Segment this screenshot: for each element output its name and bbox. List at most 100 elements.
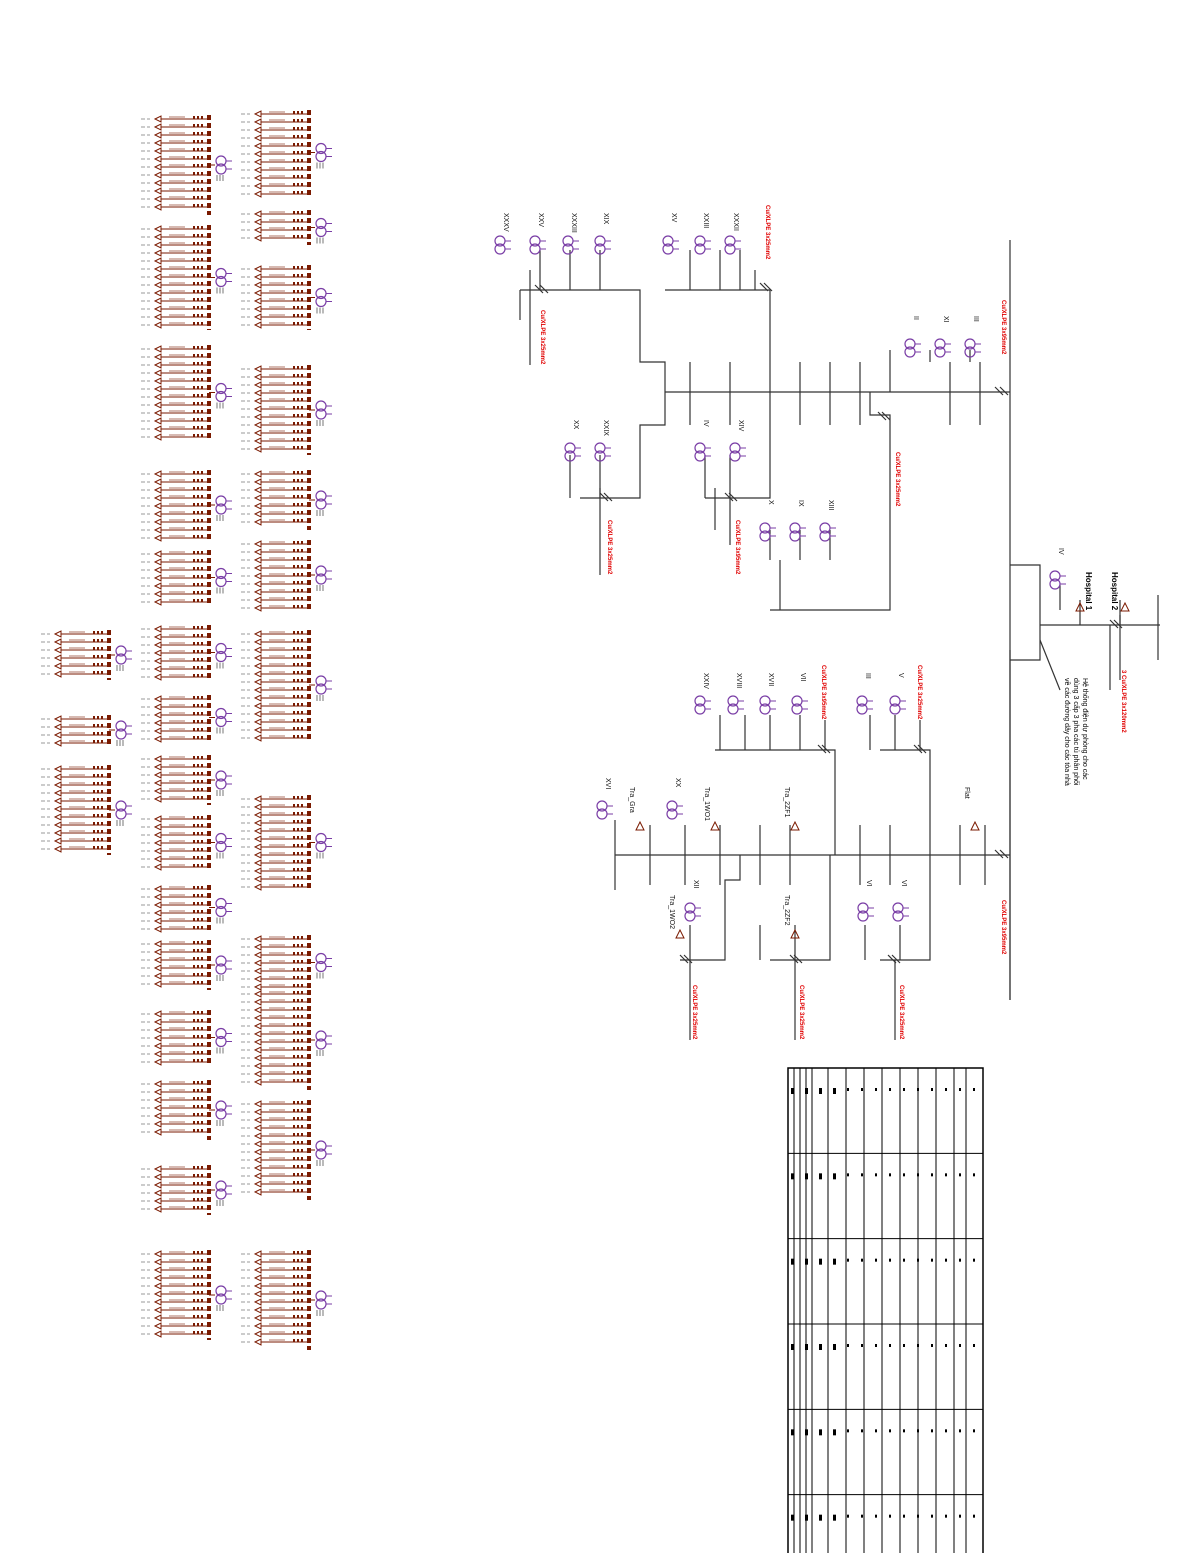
transformer-unit: XX xyxy=(666,778,684,820)
panel-load-row xyxy=(140,972,208,980)
panel-load-row xyxy=(140,719,208,727)
panel-load-row xyxy=(40,654,108,662)
panel-load-row xyxy=(240,983,308,991)
panel-load-row xyxy=(140,281,208,289)
transformer-unit: XVI xyxy=(596,778,614,820)
load-label: Tra_2ZF2 xyxy=(783,895,790,926)
cable-label: Cu/XLPE 3x95mm2 xyxy=(820,665,826,720)
table-cell-mark xyxy=(945,1429,947,1433)
panel-load-row xyxy=(240,166,308,174)
transformer-unit: III xyxy=(856,673,874,715)
panel-load-row xyxy=(140,673,208,681)
panel-load-row xyxy=(240,1258,308,1266)
panel-load-row xyxy=(240,883,308,891)
transformer-unit: II xyxy=(904,316,922,358)
panel-load-row xyxy=(240,819,308,827)
unit-label: XXIX xyxy=(602,420,609,436)
unit-label: VI xyxy=(900,880,907,887)
panel-load-row xyxy=(240,990,308,998)
panel-load-row xyxy=(240,694,308,702)
panel-load-row xyxy=(140,1197,208,1205)
unit-label: III xyxy=(972,316,979,322)
transformer-icon xyxy=(494,235,512,255)
panel-load-row xyxy=(140,925,208,933)
unit-label: XVIII xyxy=(735,673,742,688)
table-cell-mark xyxy=(791,1344,794,1350)
panel-load-row xyxy=(140,1080,208,1088)
load-unit: Tra_Gra xyxy=(628,787,645,831)
panel-load-row xyxy=(240,556,308,564)
panel-load-row xyxy=(140,1104,208,1112)
panel-load-row xyxy=(140,401,208,409)
transformer-icon xyxy=(1049,570,1067,590)
panel-load-row xyxy=(140,171,208,179)
unit-label: XII xyxy=(692,880,699,889)
panel-load-row xyxy=(240,580,308,588)
load-icon xyxy=(635,820,645,831)
panel-load-row xyxy=(240,313,308,321)
note-line-2: dùng 3 cấp 3 pha các tủ phân phối xyxy=(1072,678,1081,786)
panel-load-row xyxy=(140,1128,208,1136)
panel-load-row xyxy=(40,805,108,813)
panel-load-row xyxy=(240,1116,308,1124)
panel-load-row xyxy=(140,1258,208,1266)
panel-load-row xyxy=(140,779,208,787)
unit-label: V xyxy=(897,673,904,678)
panel-load-row xyxy=(240,670,308,678)
transformer-icon xyxy=(694,442,712,462)
panel-load-row xyxy=(140,345,208,353)
panel-load-row xyxy=(140,1205,208,1213)
panel-load-row xyxy=(240,226,308,234)
transformer-unit: XXIX xyxy=(594,420,612,462)
table-cell-mark xyxy=(945,1514,947,1518)
panel-load-row xyxy=(240,564,308,572)
table-cell-mark xyxy=(931,1514,933,1518)
panel-load-row xyxy=(140,558,208,566)
left-cable-labels: Cu/XLPE 3x95mm2 Cu/XLPE 3x25mm2 Cu/XLPE … xyxy=(691,665,1006,1040)
panel-load-row xyxy=(140,787,208,795)
panel-load-row xyxy=(240,1180,308,1188)
panel-load-row xyxy=(140,139,208,147)
table-cell-mark xyxy=(875,1429,877,1433)
table-cell-mark xyxy=(917,1258,919,1262)
unit-label: XVII xyxy=(767,673,774,686)
transformer-icon xyxy=(596,800,614,820)
panel-load-row xyxy=(240,437,308,445)
panel-load-row xyxy=(140,1181,208,1189)
panel-load-row xyxy=(240,1322,308,1330)
summary-table xyxy=(787,1067,984,1553)
unit-label: XXV xyxy=(537,213,544,227)
transformer-unit: VI xyxy=(857,880,875,922)
panel-transformer-icon xyxy=(115,800,133,820)
load-panel xyxy=(240,265,333,330)
panel-load-row xyxy=(240,859,308,867)
unit-label: VII xyxy=(799,673,806,682)
table-cell-mark xyxy=(833,1429,836,1436)
panel-load-row xyxy=(240,867,308,875)
load-label: Tra_1WO2 xyxy=(668,895,675,929)
panel-load-row xyxy=(140,361,208,369)
panel-load-row xyxy=(240,321,308,329)
table-cell-mark xyxy=(973,1344,975,1347)
panel-load-row xyxy=(240,540,308,548)
unit-label: XXXV xyxy=(502,213,509,232)
panel-load-row xyxy=(240,662,308,670)
transformer-unit: XXXV xyxy=(494,213,512,255)
panel-load-row xyxy=(140,711,208,719)
panel-load-row xyxy=(240,470,308,478)
panel-load-row xyxy=(240,381,308,389)
panel-transformer-icon xyxy=(315,1030,333,1050)
panel-load-row xyxy=(140,1112,208,1120)
table-cell-mark xyxy=(931,1088,933,1091)
panel-load-row xyxy=(240,305,308,313)
cable-label: Cu/XLPE 3x25mm2 xyxy=(764,205,770,260)
panel-transformer-icon xyxy=(315,1140,333,1160)
panel-transformer-icon xyxy=(215,832,233,853)
table-cell-mark xyxy=(903,1088,905,1091)
table-cell-mark xyxy=(833,1258,836,1265)
panel-load-row xyxy=(140,377,208,385)
panel-load-row xyxy=(140,257,208,265)
main-cable-label: 3 Cu/XLPE 3x120mm2 xyxy=(1120,670,1126,733)
